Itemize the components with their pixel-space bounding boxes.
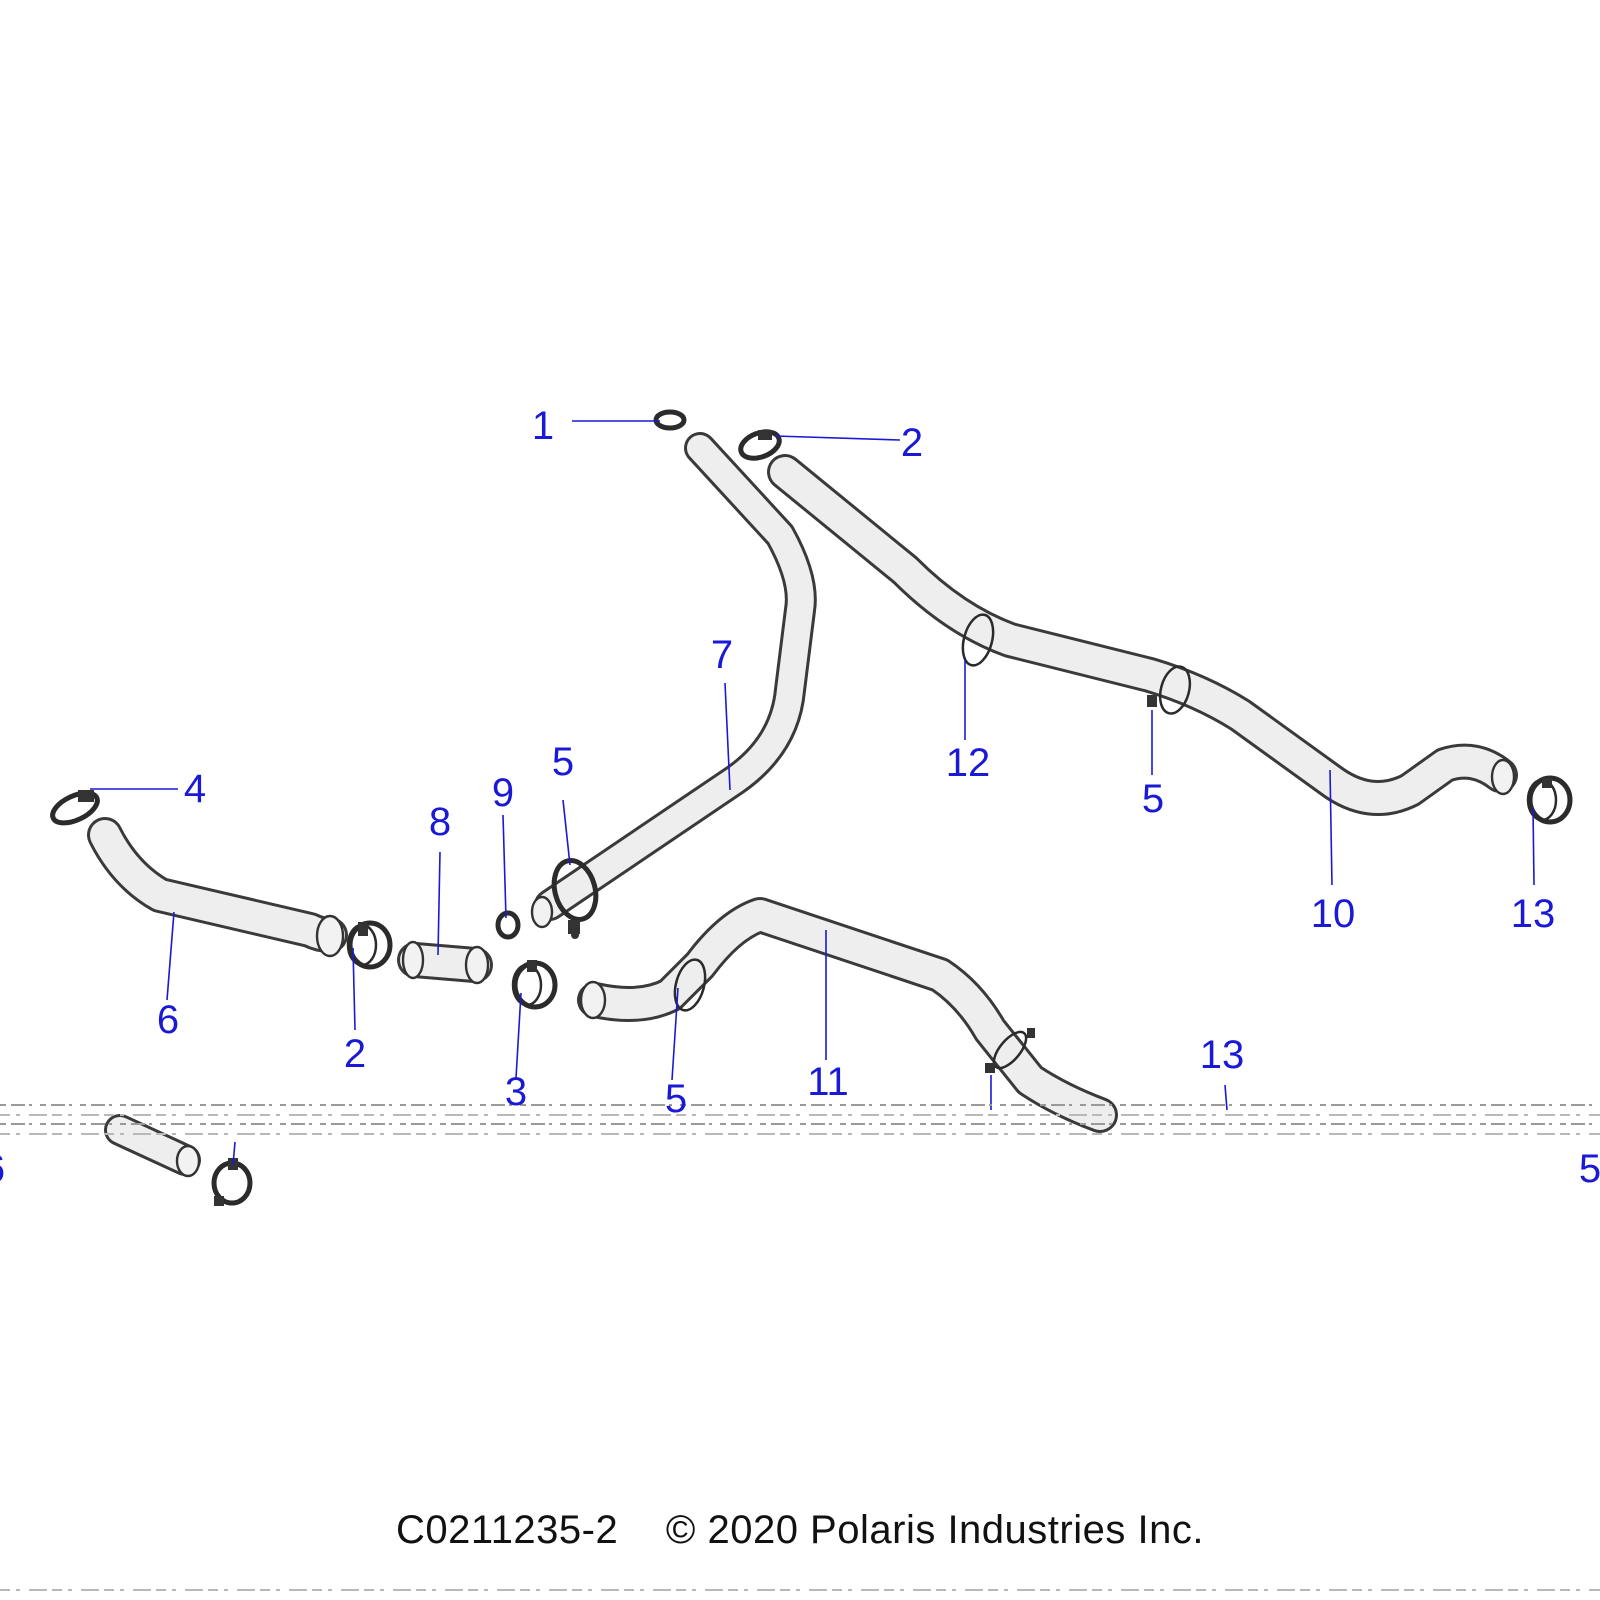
callout-5-right: 5 [1142,777,1164,821]
callout-2-upper: 2 [901,421,923,465]
copyright-notice: © 2020 Polaris Industries Inc. [665,1508,1204,1552]
callout-edge-left: 6 [0,1147,5,1191]
clamp-13-right [1526,775,1573,825]
clamp-4 [50,790,100,826]
callout-5-edge-right: 5 [1579,1147,1600,1191]
callout-5-left: 5 [552,740,574,784]
clamp-12 [961,613,995,667]
scan-noise-band [0,1104,1600,1591]
callout-12: 12 [946,741,991,785]
callout-6: 6 [157,998,179,1042]
clamp-5-left [551,858,599,939]
callout-10: 10 [1311,892,1356,936]
callout-1: 1 [532,404,554,448]
hose-10 [767,454,1518,816]
hose-6 [87,817,348,958]
clamp-3 [511,960,558,1010]
footer: C0211235-2 © 2020 Polaris Industries Inc… [0,1508,1600,1553]
callout-9: 9 [492,771,514,815]
hose-11 [577,897,1118,1133]
leader-lines [90,420,1535,1166]
hose-7 [530,432,817,929]
hose-fragment-lower-left [104,1114,201,1178]
clamp-2-lower [346,920,393,970]
callout-11: 11 [807,1060,849,1104]
clamp-1 [653,409,687,431]
callout-2-lower: 2 [344,1032,366,1076]
callout-8: 8 [429,800,451,844]
callout-13-lower: 13 [1200,1033,1245,1077]
clamp-2-upper [738,429,782,461]
callout-labels: 1 2 4 6 2 8 9 5 3 5 7 11 12 5 10 13 13 5… [0,404,1600,1191]
callout-5-lower: 5 [665,1077,687,1121]
hose-8 [397,940,493,985]
callout-3: 3 [505,1070,527,1114]
callout-7: 7 [711,633,733,677]
clamp-5-lower [673,958,707,1012]
clamp-on-hose-11 [985,1028,1035,1073]
clamp-lower-left [211,1158,253,1206]
clamp-9 [495,910,521,940]
part-code: C0211235-2 [396,1508,619,1552]
callout-13-right: 13 [1511,892,1556,936]
clamp-5-right [1147,665,1192,715]
callout-4: 4 [184,767,206,811]
